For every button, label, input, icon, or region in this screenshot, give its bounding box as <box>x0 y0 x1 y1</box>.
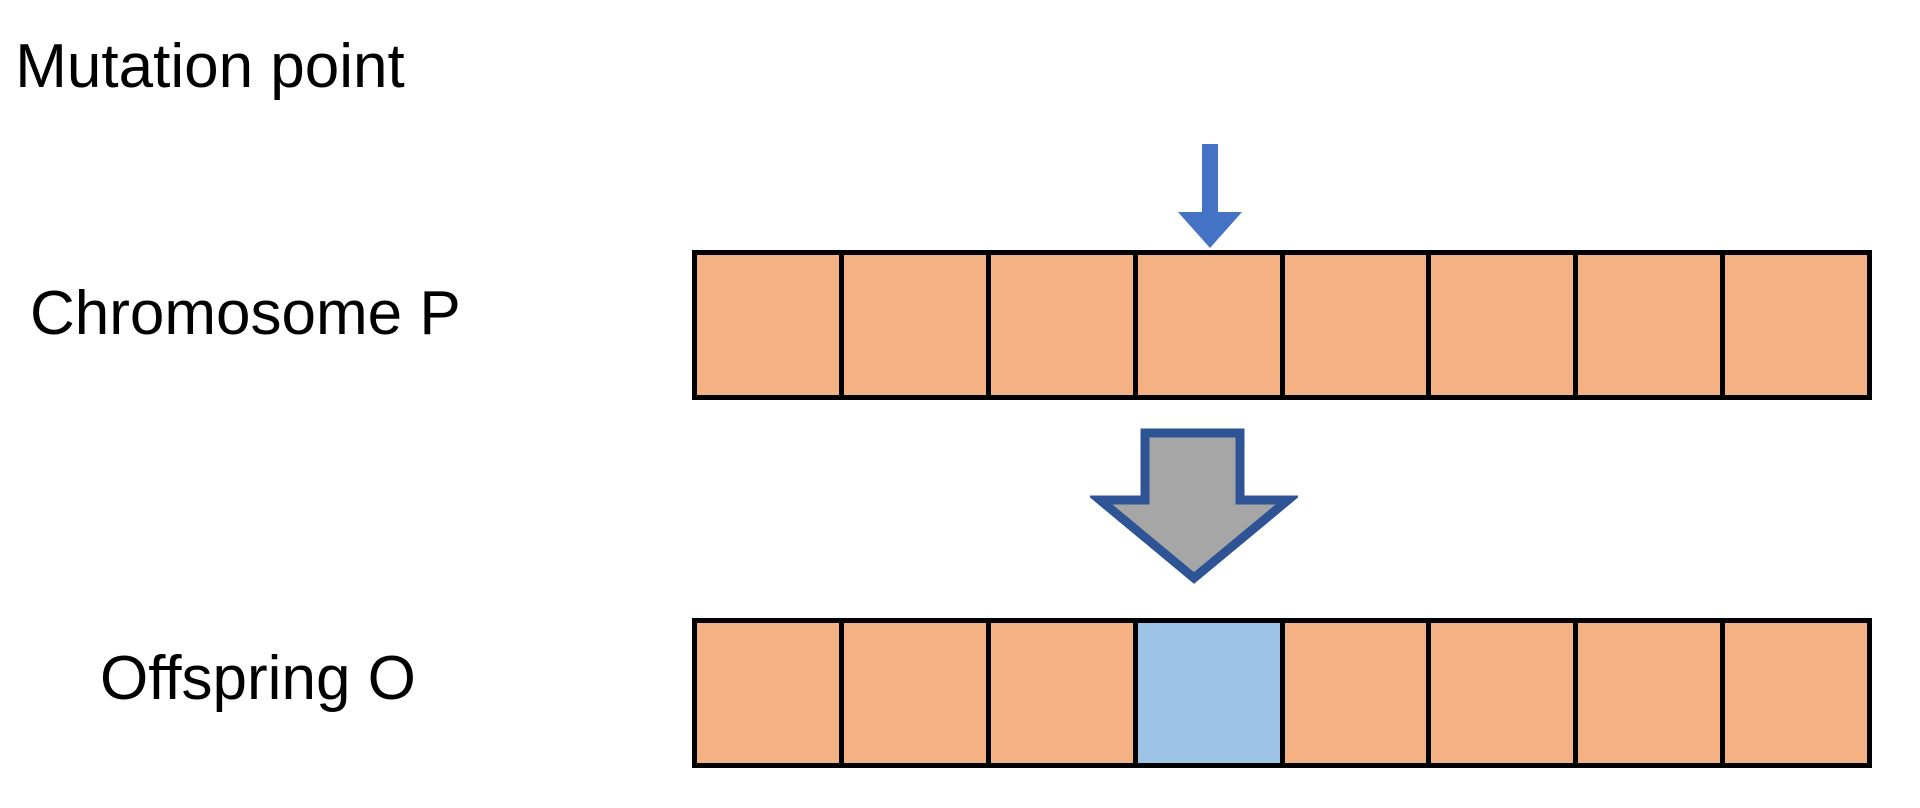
gene-cell <box>1426 250 1579 400</box>
gene-cell <box>1279 250 1432 400</box>
gene-cell <box>1573 250 1726 400</box>
gene-cell <box>985 618 1138 768</box>
offspring-o-gene-strip <box>692 618 1872 768</box>
chromosome-p-gene-strip <box>692 250 1872 400</box>
gene-cell <box>985 250 1138 400</box>
transform-arrow <box>1087 428 1301 586</box>
gene-cell-mutated <box>1132 618 1285 768</box>
gene-cell <box>692 618 844 768</box>
gene-cell-mutation-site <box>1132 250 1285 400</box>
gene-cell <box>838 618 991 768</box>
chromosome-p-label: Chromosome P <box>30 279 461 348</box>
gene-cell <box>692 250 844 400</box>
gene-cell <box>1573 618 1726 768</box>
mutation-point-label: Mutation point <box>15 32 405 101</box>
gene-cell <box>1720 618 1872 768</box>
offspring-o-label: Offspring O <box>100 644 416 713</box>
gene-cell <box>1279 618 1432 768</box>
gene-cell <box>838 250 991 400</box>
gene-cell <box>1426 618 1579 768</box>
mutation-pointer-arrow <box>1168 144 1252 254</box>
gene-cell <box>1720 250 1872 400</box>
block-down-arrow-icon <box>1087 428 1301 584</box>
down-arrow-icon <box>1178 144 1242 248</box>
